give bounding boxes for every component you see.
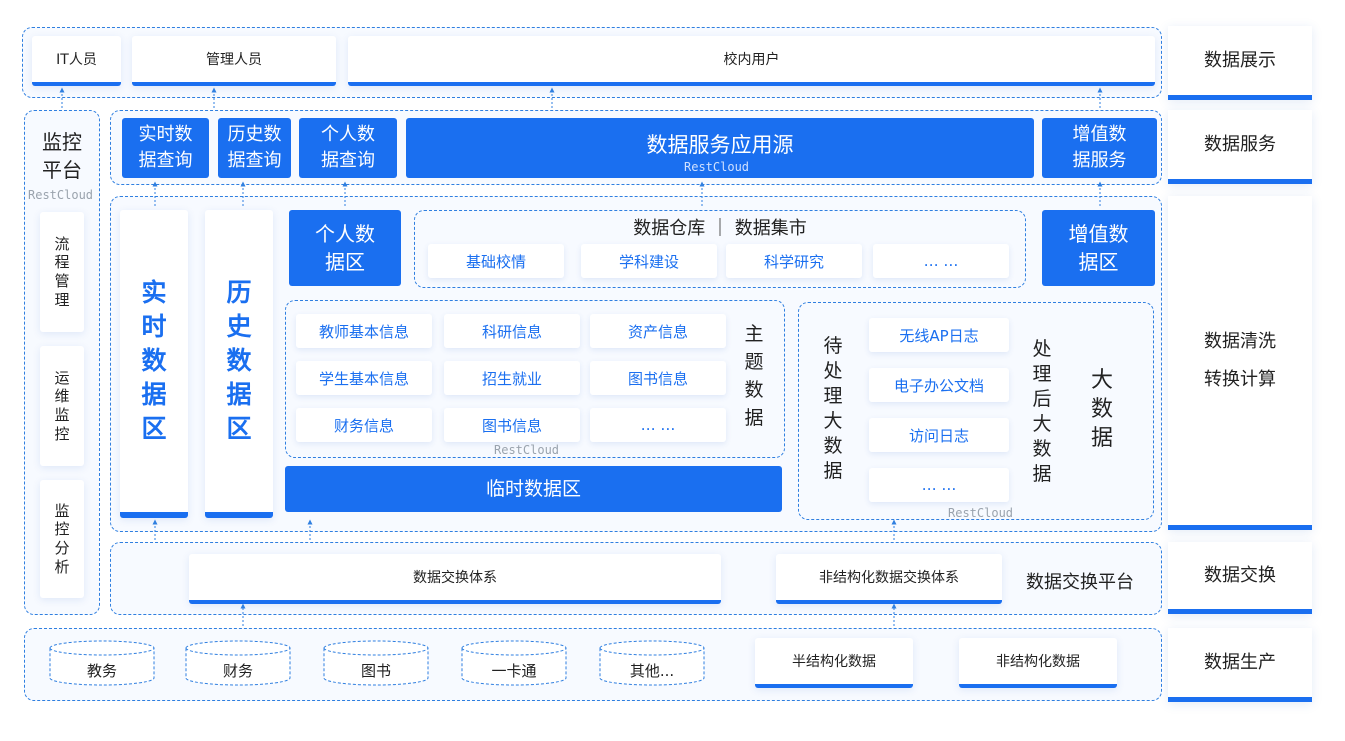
theme-watermark: RestCloud [494, 443, 560, 457]
monitor-platform-title: 监控平台 [42, 130, 82, 182]
value-added-data-zone: 增值数据区 [1042, 210, 1155, 286]
database-icon [323, 640, 429, 686]
pending-bigdata-label: 待处理大数据 [823, 335, 843, 482]
unstructured-exchange-card: 非结构化数据交换体系 [776, 554, 1002, 604]
layer-exchange-label: 数据交换 [1168, 542, 1312, 614]
service-realtime-query: 实时数据查询 [122, 118, 209, 178]
history-data-zone: 历史数据区 [205, 210, 273, 518]
source-cylinder: 其他... [599, 640, 705, 686]
personal-data-zone: 个人数据区 [289, 210, 401, 286]
layer-service-label: 数据服务 [1168, 110, 1312, 184]
service-app-source: 数据服务应用源 [406, 118, 1034, 178]
service-watermark: RestCloud [684, 160, 750, 174]
theme-item: 图书信息 [590, 361, 726, 395]
warehouse-title: 数据仓库 ｜ 数据集市 [633, 218, 807, 239]
service-history-query: 历史数据查询 [218, 118, 291, 178]
theme-item: 资产信息 [590, 314, 726, 348]
warehouse-item: … … [873, 244, 1009, 278]
source-cylinder: 一卡通 [461, 640, 567, 686]
exchange-platform-label: 数据交换平台 [1026, 572, 1134, 593]
theme-item: 财务信息 [296, 408, 432, 442]
warehouse-item: 基础校情 [428, 244, 564, 278]
user-it-card: IT人员 [32, 36, 121, 86]
service-personal-query: 个人数据查询 [299, 118, 397, 178]
exchange-system-card: 数据交换体系 [189, 554, 721, 604]
processed-bigdata-label: 处理后大数据 [1032, 338, 1052, 485]
bigdata-item: … … [869, 468, 1009, 502]
theme-item: … … [590, 408, 726, 442]
layer-production-label: 数据生产 [1168, 628, 1312, 702]
database-icon [49, 640, 155, 686]
source-cylinder: 财务 [185, 640, 291, 686]
bigdata-item: 访问日志 [869, 418, 1009, 452]
monitor-watermark: RestCloud [28, 188, 94, 202]
service-value-added: 增值数据服务 [1042, 118, 1157, 178]
database-icon [461, 640, 567, 686]
unstructured-card: 非结构化数据 [959, 638, 1117, 688]
monitor-item-ops: 运维监控 [40, 346, 84, 466]
user-campus-card: 校内用户 [348, 36, 1155, 86]
temp-data-zone: 临时数据区 [285, 466, 782, 512]
bigdata-label: 大数据 [1090, 368, 1113, 451]
monitor-item-process: 流程管理 [40, 212, 84, 332]
layer-display-label: 数据展示 [1168, 26, 1312, 100]
theme-data-label: 主题数据 [744, 323, 764, 429]
theme-item: 招生就业 [444, 361, 580, 395]
theme-item: 教师基本信息 [296, 314, 432, 348]
layer-clean-label: 数据清洗转换计算 [1168, 196, 1312, 530]
warehouse-item: 科学研究 [726, 244, 862, 278]
database-icon [599, 640, 705, 686]
theme-item: 学生基本信息 [296, 361, 432, 395]
bigdata-item: 电子办公文档 [869, 368, 1009, 402]
realtime-data-zone: 实时数据区 [120, 210, 188, 518]
bigdata-watermark: RestCloud [948, 506, 1014, 520]
user-admin-card: 管理人员 [132, 36, 336, 86]
monitor-item-analysis: 监控分析 [40, 480, 84, 598]
warehouse-item: 学科建设 [581, 244, 717, 278]
theme-item: 图书信息 [444, 408, 580, 442]
semi-structured-card: 半结构化数据 [755, 638, 913, 688]
source-cylinder: 图书 [323, 640, 429, 686]
theme-item: 科研信息 [444, 314, 580, 348]
database-icon [185, 640, 291, 686]
source-cylinder: 教务 [49, 640, 155, 686]
bigdata-item: 无线AP日志 [869, 318, 1009, 352]
